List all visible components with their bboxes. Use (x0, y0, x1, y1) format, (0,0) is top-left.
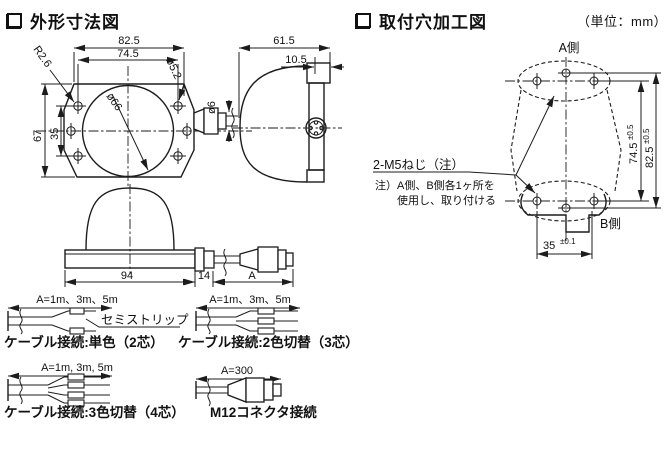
section-bullet-icon (356, 13, 371, 28)
mounting-section-title-text: 取付穴加工図 (379, 13, 487, 32)
outline-front-view: 94 14 A (64, 184, 294, 287)
side-a-label: A側 (559, 41, 580, 55)
dim-width-overall: 82.5 (118, 35, 139, 47)
dim-pitch-vertical-outer-tol: ±0.5 (642, 128, 651, 144)
unit-label: （単位：mm） (577, 14, 668, 29)
outline-section-title-text: 外形寸法図 (30, 13, 120, 32)
cable3-caption: ケーブル接続:3色切替（4芯） (4, 404, 185, 420)
cable2-length-dim: A=1m、3m、5m (209, 294, 291, 306)
dim-corner-radius: R2.6 (31, 44, 54, 70)
outline-top-view: 82.5 74.5 67 35 R2.6 ø5.2 ø66 (31, 35, 252, 186)
screw-note-line1: 注）A側、B側各1ヶ所を (375, 178, 495, 192)
cable-variant-three-color: A=1m, 3m, 5m ケーブル接続:3色切替（4芯） (4, 362, 185, 420)
dim-base-width: 94 (121, 270, 133, 282)
cable4-length-dim: A=300 (221, 365, 253, 377)
dim-pitch-horizontal-tol: ±0.1 (560, 237, 576, 246)
cable-gland-top-view: ø6 (193, 100, 238, 142)
dim-depth-overall: 61.5 (273, 35, 294, 47)
cable-variant-single-color: A=1m、3m、5m セミストリップ ケーブル接続:単色（2芯） (4, 294, 189, 350)
dim-pitch-vertical-outer-value: 82.5 (644, 147, 656, 168)
dim-pitch-horizontal-value: 35 (543, 240, 555, 252)
screw-callout-label: 2-M5ねじ（注） (373, 157, 464, 172)
section-bullet-icon (7, 13, 22, 28)
dim-pitch-vertical-value: 74.5 (628, 143, 640, 164)
cable-variant-two-color: A=1m、3m、5m ケーブル接続:2色切替（3芯） (178, 294, 359, 350)
mounting-holes (532, 68, 599, 213)
dim-pitch-vertical-tol: ±0.5 (626, 124, 635, 140)
dim-hole-dia: ø5.2 (163, 56, 183, 81)
cable1-caption: ケーブル接続:単色（2芯） (4, 334, 164, 350)
cable2-caption: ケーブル接続:2色切替（3芯） (178, 334, 359, 350)
screw-note-line2: 使用し、取り付ける (397, 194, 496, 207)
dim-dome-dia: ø66 (104, 91, 125, 113)
dim-plate-depth: 10.5 (285, 54, 306, 66)
dim-cable-dia: ø6 (206, 101, 218, 114)
cable3-length-dim: A=1m, 3m, 5m (41, 362, 113, 374)
cable-variant-m12: A=300 M12コネクタ接続 (195, 365, 317, 420)
dim-cable-length: A (248, 270, 256, 282)
cable1-strip-note: セミストリップ (101, 313, 189, 327)
dim-width-holes: 74.5 (117, 48, 138, 60)
cable1-length-dim: A=1m、3m、5m (36, 294, 118, 306)
dim-height-overall: 67 (32, 130, 44, 142)
mounting-holes-top-view (66, 98, 192, 164)
mounting-section-title: 取付穴加工図 (356, 8, 487, 33)
dim-hole-pitch: 35 (49, 128, 61, 140)
cable4-caption: M12コネクタ接続 (210, 404, 317, 420)
outline-side-view: 61.5 10.5 (233, 35, 344, 183)
mounting-hole-view: A側 (373, 41, 661, 259)
dim-connector-width: 14 (198, 270, 210, 282)
outline-section-title: 外形寸法図 (7, 8, 120, 33)
side-b-label: B側 (600, 217, 621, 231)
